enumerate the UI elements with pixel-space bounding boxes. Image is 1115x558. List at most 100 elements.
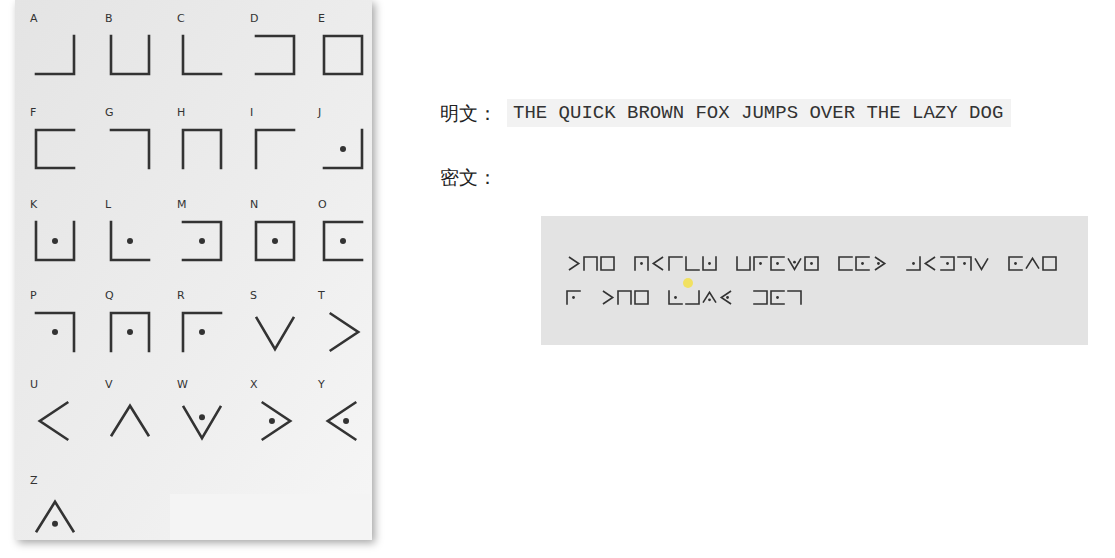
symbol-stroke xyxy=(256,222,294,260)
cipher-symbol xyxy=(721,291,731,304)
letter-label: S xyxy=(250,289,257,302)
cipher-symbol xyxy=(737,257,750,270)
letter-label: Z xyxy=(30,474,38,487)
symbol-dot xyxy=(810,262,813,265)
cipher-symbol xyxy=(36,222,74,260)
cipher-symbol xyxy=(183,130,221,168)
cipher-symbol xyxy=(183,313,221,351)
cipher-symbol xyxy=(256,36,294,74)
symbol-stroke xyxy=(36,36,74,74)
cipher-symbol xyxy=(907,257,920,270)
symbol-stroke xyxy=(941,257,954,270)
cipher-symbol xyxy=(36,36,74,74)
symbol-stroke xyxy=(256,130,294,168)
photo-panel xyxy=(15,0,372,540)
symbol-dot xyxy=(52,329,58,335)
cipher-text xyxy=(567,257,1056,304)
symbol-stroke xyxy=(1043,257,1056,270)
letter-label: N xyxy=(250,198,258,211)
cipher-symbol xyxy=(111,130,149,168)
symbol-stroke xyxy=(771,291,784,304)
cipher-symbol xyxy=(183,406,221,438)
symbol-dot xyxy=(272,238,278,244)
symbol-stroke xyxy=(36,502,74,532)
symbol-dot xyxy=(127,329,133,335)
symbol-stroke xyxy=(703,257,716,270)
symbol-stroke xyxy=(111,222,149,260)
cipher-symbol xyxy=(111,406,149,436)
cipher-symbol xyxy=(601,257,614,270)
symbol-stroke xyxy=(635,257,648,270)
symbol-stroke xyxy=(36,222,74,260)
cipher-symbol xyxy=(771,257,784,270)
symbol-stroke xyxy=(975,258,988,269)
symbol-stroke xyxy=(324,36,362,74)
cipher-symbol xyxy=(788,258,801,269)
symbol-stroke xyxy=(754,291,767,304)
ciphertext-label: 密文： xyxy=(440,165,497,191)
symbol-dot xyxy=(52,521,58,527)
symbol-stroke xyxy=(36,313,74,351)
symbol-dot xyxy=(340,146,346,152)
symbol-dot xyxy=(946,262,949,265)
cipher-symbol xyxy=(111,36,149,74)
cipher-symbol xyxy=(839,257,852,270)
symbol-stroke xyxy=(839,257,852,270)
symbol-dot xyxy=(708,262,711,265)
symbol-stroke xyxy=(686,257,699,270)
letter-label: I xyxy=(250,106,253,119)
symbol-dot xyxy=(199,414,205,420)
cipher-symbol xyxy=(635,257,648,270)
letter-label: P xyxy=(30,289,37,302)
symbol-stroke xyxy=(907,257,920,270)
letter-label: Y xyxy=(318,378,325,391)
letter-label: G xyxy=(105,106,114,119)
symbol-dot xyxy=(269,418,275,424)
cipher-symbol xyxy=(703,292,716,302)
letter-label: M xyxy=(177,198,187,211)
symbol-stroke xyxy=(330,313,359,351)
symbol-stroke xyxy=(603,291,613,304)
cipher-symbol xyxy=(183,36,221,74)
cipher-symbol xyxy=(36,502,74,532)
symbol-stroke xyxy=(925,257,935,270)
cipher-symbol xyxy=(111,222,149,260)
symbol-stroke xyxy=(183,313,221,351)
cipher-symbol xyxy=(958,257,971,270)
cipher-symbol xyxy=(256,317,294,349)
cipher-symbol xyxy=(653,257,663,270)
cipher-symbol xyxy=(669,291,682,304)
symbol-stroke xyxy=(653,257,663,270)
letter-label: A xyxy=(30,12,38,25)
symbol-stroke xyxy=(788,258,801,269)
symbol-table xyxy=(36,36,362,532)
symbol-dot xyxy=(674,296,677,299)
cipher-symbol xyxy=(618,291,631,304)
letter-label: U xyxy=(30,378,38,391)
cipher-symbol xyxy=(36,130,74,168)
symbol-dot xyxy=(199,329,205,335)
symbol-dot xyxy=(343,418,349,424)
letter-label: O xyxy=(318,198,327,211)
cipher-symbol xyxy=(111,313,149,351)
letter-label: Q xyxy=(105,289,114,302)
symbol-dot xyxy=(759,262,762,265)
letter-label: B xyxy=(105,12,113,25)
symbol-stroke xyxy=(324,130,362,168)
letter-label: L xyxy=(105,198,111,211)
symbol-stroke xyxy=(771,257,784,270)
cipher-symbol xyxy=(925,257,935,270)
letter-label: D xyxy=(250,12,258,25)
letter-label: E xyxy=(318,12,325,25)
symbol-dot xyxy=(127,238,133,244)
symbol-stroke xyxy=(788,291,801,304)
symbol-stroke xyxy=(856,257,869,270)
cipher-symbol xyxy=(256,130,294,168)
cipher-symbol xyxy=(754,257,767,270)
symbol-stroke xyxy=(567,291,580,304)
symbol-dot xyxy=(340,238,346,244)
symbol-stroke xyxy=(183,130,221,168)
symbol-stroke xyxy=(569,257,579,270)
symbol-stroke xyxy=(584,257,597,270)
